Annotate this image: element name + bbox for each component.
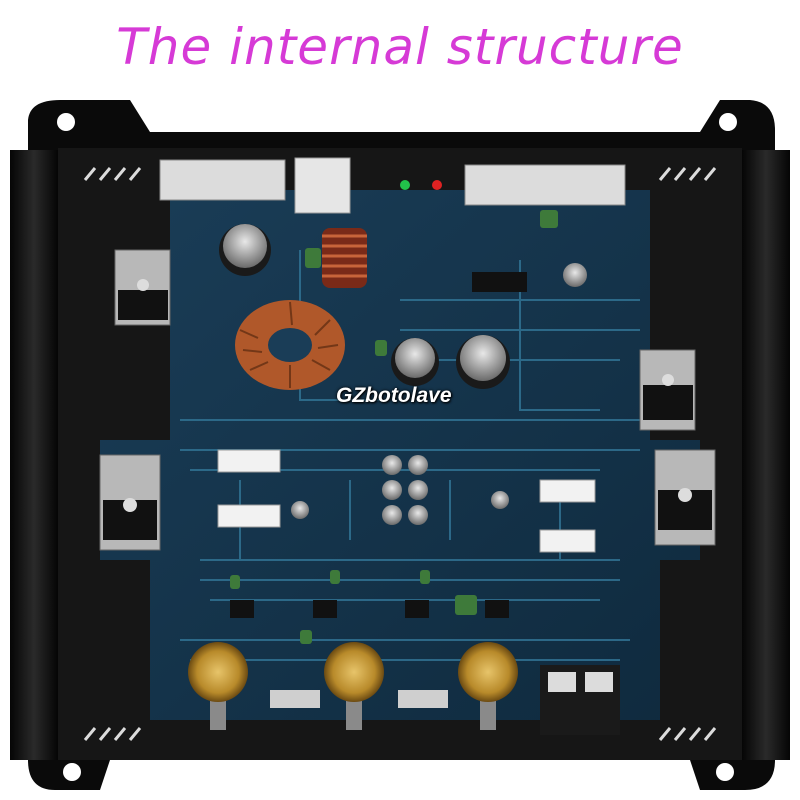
green-led-icon <box>400 180 410 190</box>
top-connectors <box>159 157 626 214</box>
film-capacitors <box>230 210 558 644</box>
caption-title: The internal structure <box>116 18 684 76</box>
inductors <box>235 228 367 390</box>
ic-chips <box>230 272 527 618</box>
toroid-inductor <box>235 300 345 390</box>
capacitors <box>219 224 587 525</box>
transistor-brackets <box>99 249 716 551</box>
watermark: GZbotolave <box>336 384 452 407</box>
red-led-icon <box>432 180 442 190</box>
potentiometers <box>188 642 620 735</box>
mount-hole-icon <box>716 763 734 781</box>
mount-hole-icon <box>63 763 81 781</box>
coil-inductor <box>322 228 367 288</box>
gain-knob-icon <box>324 642 384 702</box>
mount-hole-icon <box>57 113 75 131</box>
pcb-board <box>100 190 700 720</box>
gain-knob-icon <box>188 642 248 702</box>
gain-knob-icon <box>458 642 518 702</box>
power-resistors <box>217 449 596 553</box>
mount-hole-icon <box>719 113 737 131</box>
